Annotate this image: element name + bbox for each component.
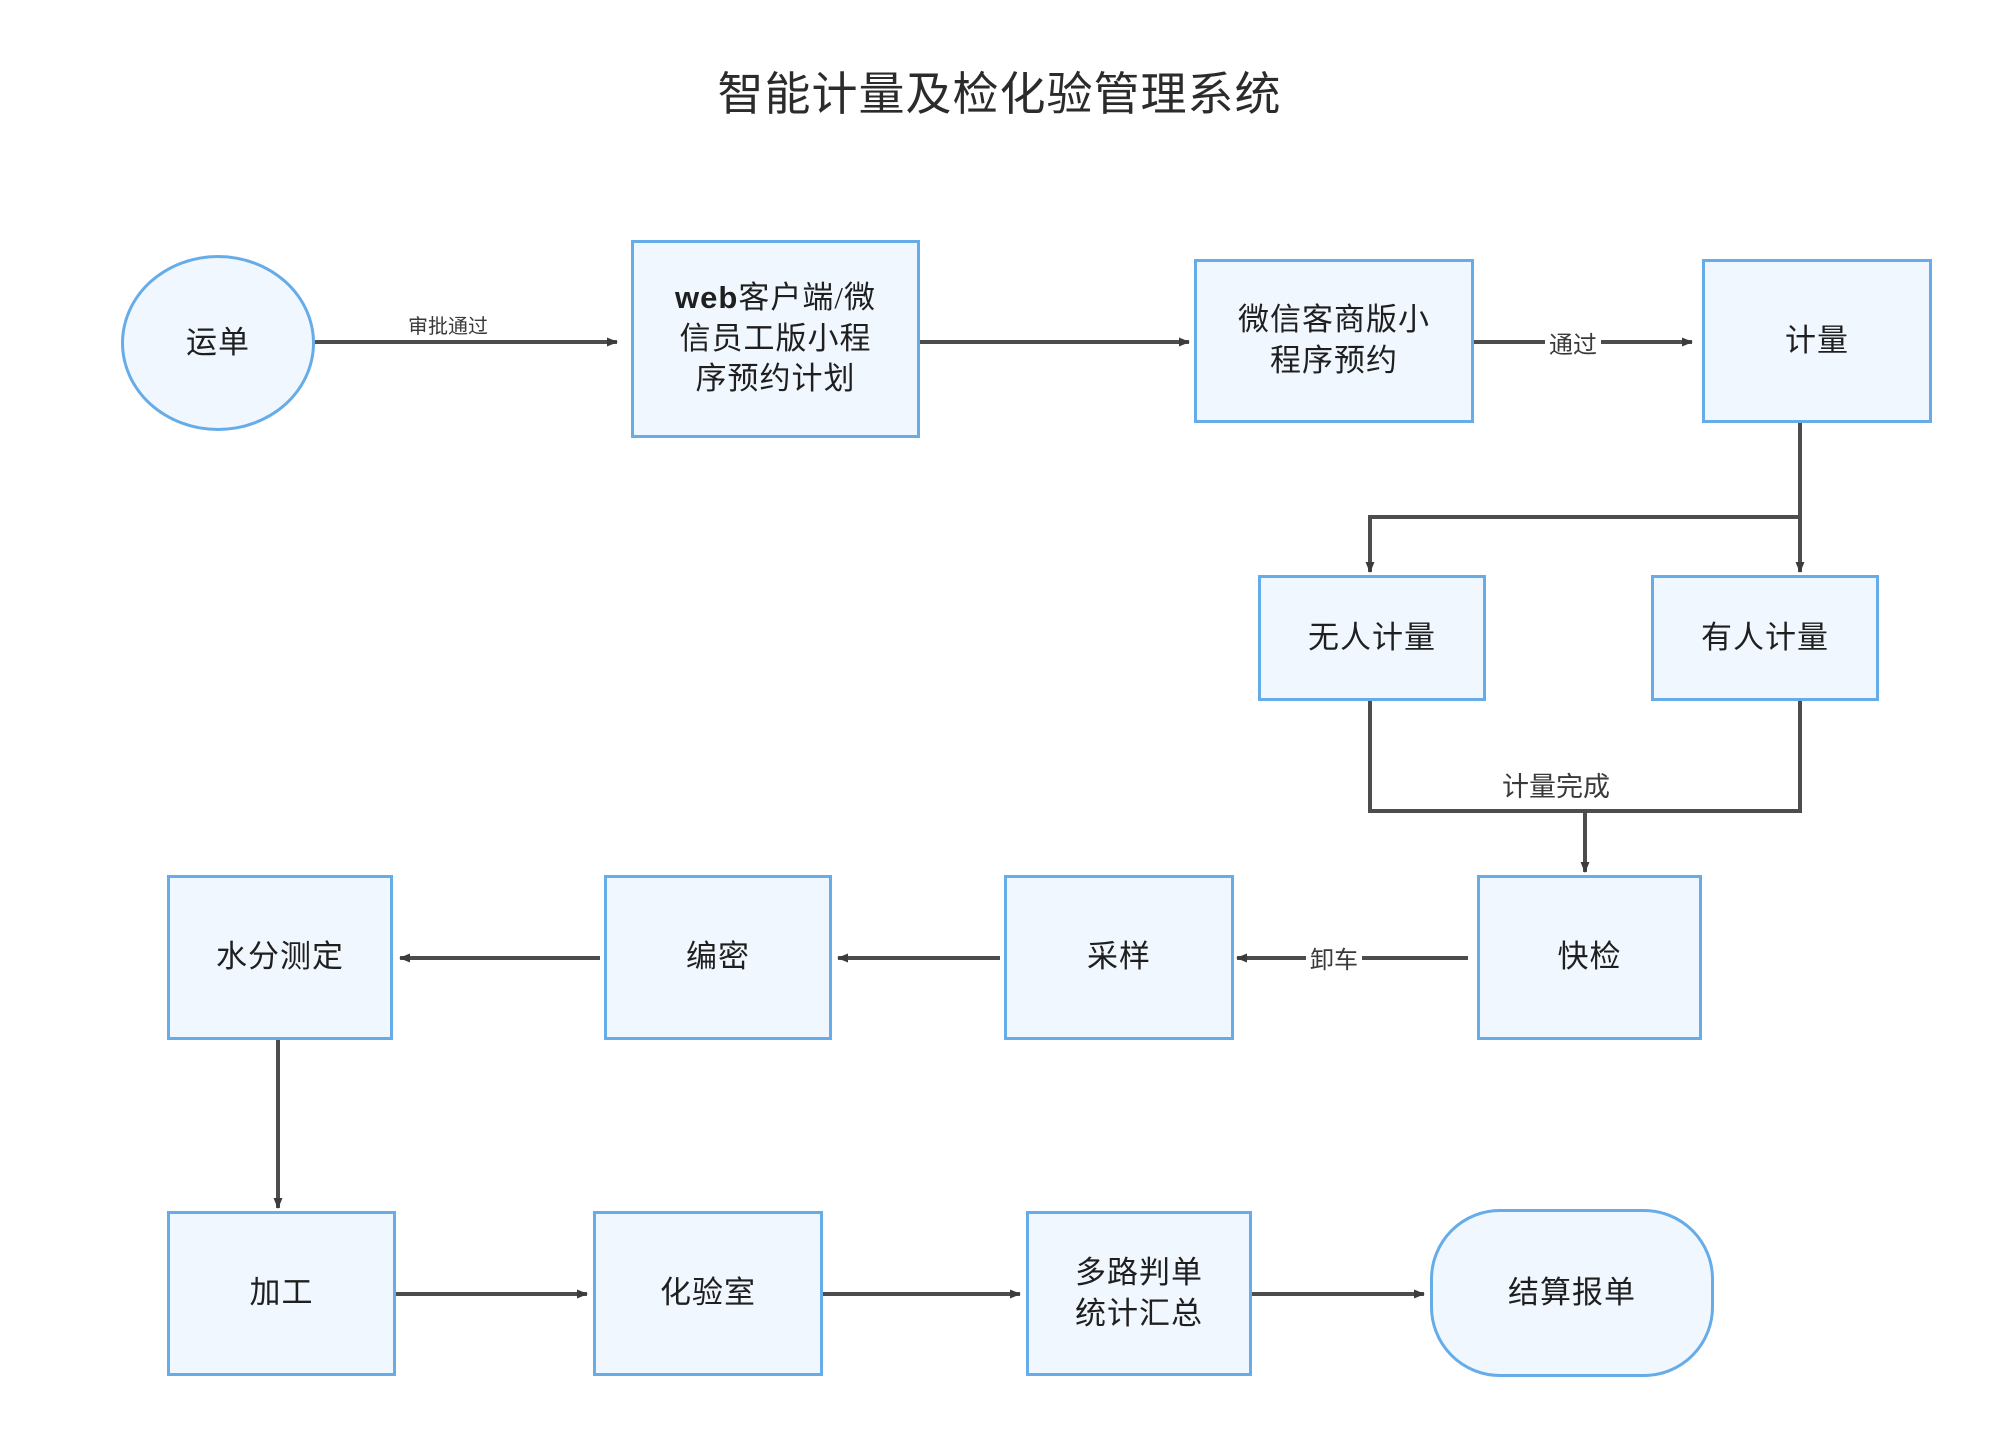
node-caiyang[interactable]: 采样 bbox=[1004, 875, 1234, 1040]
node-jiesuan-baodan[interactable]: 结算报单 bbox=[1430, 1209, 1714, 1377]
node-shuifen-ceding[interactable]: 水分测定 bbox=[167, 875, 393, 1040]
node-bianmi[interactable]: 编密 bbox=[604, 875, 832, 1040]
edge-wuren-merge bbox=[1368, 700, 1585, 813]
node-wuren-jiliang-label: 无人计量 bbox=[1308, 619, 1436, 655]
node-youren-jiliang-label: 有人计量 bbox=[1701, 619, 1829, 655]
node-huayanshi-label: 化验室 bbox=[660, 1275, 756, 1311]
node-bianmi-label: 编密 bbox=[686, 939, 750, 975]
edge-label-weighing-done: 计量完成 bbox=[1498, 765, 1614, 804]
node-jiliang-label: 计量 bbox=[1785, 322, 1849, 358]
node-jiagong[interactable]: 加工 bbox=[167, 1211, 396, 1376]
node-weixin-merchant[interactable]: 微信客商版小 程序预约 bbox=[1194, 259, 1474, 423]
node-caiyang-label: 采样 bbox=[1087, 939, 1151, 975]
node-duolu-pandan-label: 多路判单 统计汇总 bbox=[1075, 1254, 1203, 1331]
node-duolu-pandan[interactable]: 多路判单 统计汇总 bbox=[1026, 1211, 1252, 1376]
node-jiliang[interactable]: 计量 bbox=[1702, 259, 1932, 423]
node-web-client-label: web客户端/微 信员工版小程 序预约计划 bbox=[675, 279, 876, 397]
node-shuifen-ceding-label: 水分测定 bbox=[216, 939, 344, 975]
edge-label-passed: 通过 bbox=[1545, 325, 1601, 360]
node-kuaijian[interactable]: 快检 bbox=[1477, 875, 1702, 1040]
node-weixin-merchant-label: 微信客商版小 程序预约 bbox=[1238, 302, 1430, 378]
edge-label-unload: 卸车 bbox=[1306, 940, 1362, 975]
node-yundan[interactable]: 运单 bbox=[121, 255, 315, 431]
node-yundan-label: 运单 bbox=[186, 324, 250, 360]
node-huayanshi[interactable]: 化验室 bbox=[593, 1211, 823, 1376]
edge-youren-merge bbox=[1585, 700, 1802, 813]
edge-label-approval-passed: 审批通过 bbox=[404, 310, 492, 339]
node-kuaijian-label: 快检 bbox=[1557, 939, 1622, 975]
node-youren-jiliang[interactable]: 有人计量 bbox=[1651, 575, 1879, 701]
node-web-client[interactable]: web客户端/微 信员工版小程 序预约计划 bbox=[631, 240, 920, 438]
node-jiagong-label: 加工 bbox=[249, 1275, 314, 1311]
page-title: 智能计量及检化验管理系统 bbox=[717, 68, 1282, 120]
node-jiesuan-baodan-label: 结算报单 bbox=[1508, 1274, 1636, 1310]
node-wuren-jiliang[interactable]: 无人计量 bbox=[1258, 575, 1486, 701]
edge-jiliang-wuren bbox=[1365, 420, 1802, 573]
